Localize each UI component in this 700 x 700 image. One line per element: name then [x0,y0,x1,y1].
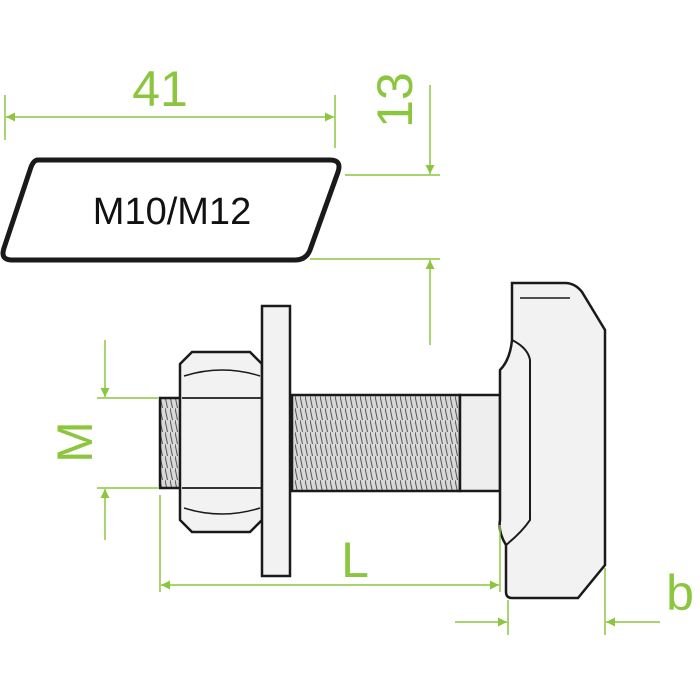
dimension-thread-diameter: M [47,340,158,540]
hex-nut [178,350,264,534]
dimension-head-length: 41 [4,61,336,148]
head-width-value: b [666,565,694,621]
bolt-side-view [158,281,607,600]
dimension-head-width: b [455,565,694,635]
head-length-value: 41 [132,61,188,117]
dimension-head-thickness: 13 [310,72,440,345]
thread-diameter-value: M [47,421,103,463]
t-head-shoulder [505,339,531,546]
bolt-neck [458,393,502,493]
bolt-length-value: L [341,532,369,588]
thread-shank [290,393,462,493]
t-head [498,281,607,600]
dimension-bolt-length: L [159,495,501,592]
head-thickness-value: 13 [367,72,423,128]
washer [260,304,292,578]
head-size-label: M10/M12 [93,191,251,233]
head-top-view: M10/M12 [0,157,342,263]
